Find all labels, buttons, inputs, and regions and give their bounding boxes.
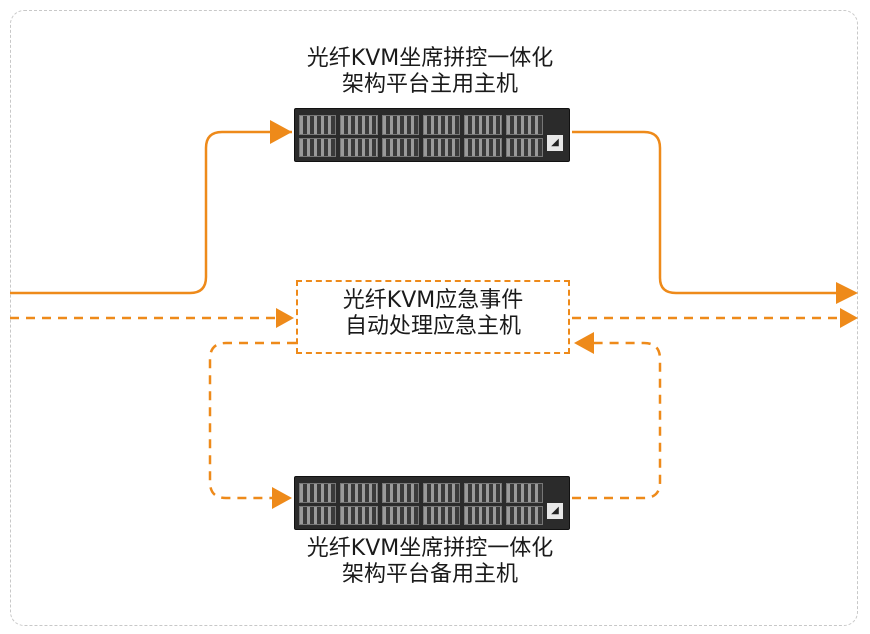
arrow-right-icon (272, 487, 292, 509)
arrow-right-icon (836, 282, 858, 304)
device-logo-icon: ◢ (547, 135, 563, 151)
main-host-label-line2: 架构平台主用主机 (341, 72, 518, 97)
backup-link-right (572, 341, 662, 500)
port-panel (299, 115, 543, 157)
emergency-host-label: 光纤KVM应急事件 自动处理应急主机 (296, 288, 570, 340)
emergency-label-line1: 光纤KVM应急事件 (342, 288, 524, 313)
main-host-device: ◢ (294, 108, 570, 162)
backup-host-label-line1: 光纤KVM坐席拼控一体化 (306, 536, 554, 561)
arrow-right-icon (276, 308, 294, 328)
main-host-label: 光纤KVM坐席拼控一体化 架构平台主用主机 (280, 46, 580, 98)
emergency-label-line2: 自动处理应急主机 (344, 314, 521, 339)
arrow-right-icon (840, 308, 858, 328)
main-host-label-line1: 光纤KVM坐席拼控一体化 (306, 46, 554, 71)
backup-host-label-line2: 架构平台备用主机 (341, 562, 518, 587)
device-logo-icon: ◢ (547, 503, 563, 519)
backup-host-device: ◢ (294, 476, 570, 530)
backup-link-left (208, 341, 296, 500)
arrow-left-icon (574, 332, 594, 354)
port-panel (299, 483, 543, 525)
emergency-host-box (296, 280, 570, 354)
arrow-right-icon (270, 120, 292, 144)
main-input-line (10, 130, 292, 295)
backup-host-label: 光纤KVM坐席拼控一体化 架构平台备用主机 (280, 536, 580, 588)
main-output-line (572, 130, 840, 295)
